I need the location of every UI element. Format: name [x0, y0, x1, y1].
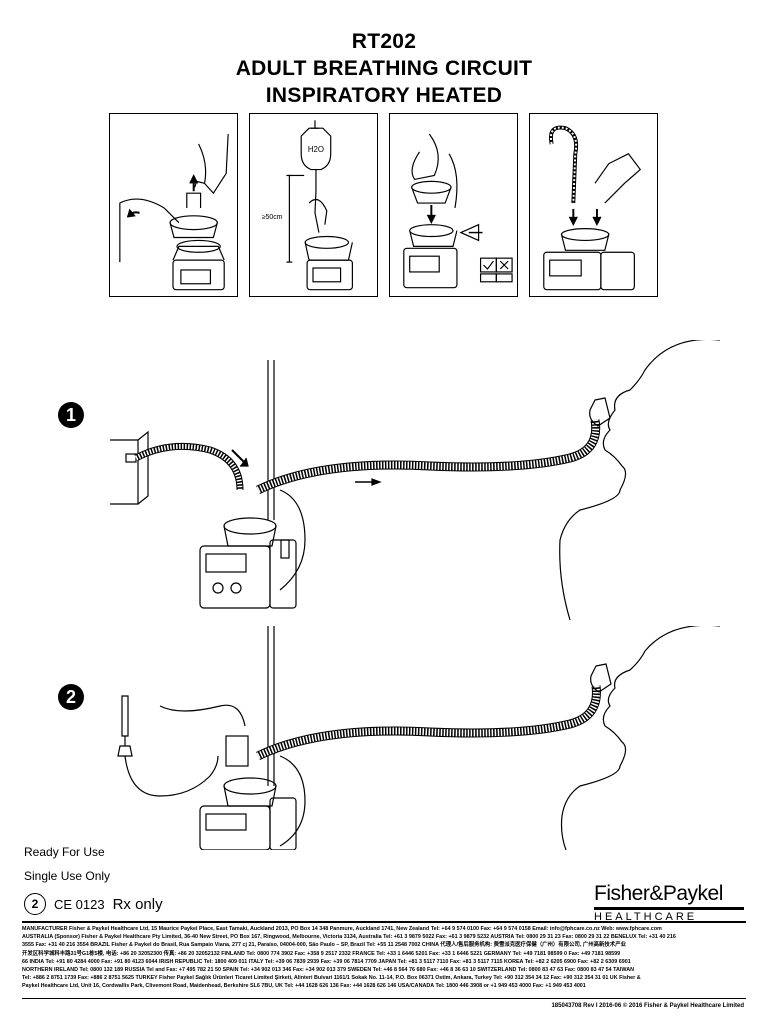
manufacturer-contact-block: MANUFACTURER Fisher & Paykel Healthcare … [22, 925, 746, 991]
fine-line: MANUFACTURER Fisher & Paykel Healthcare … [22, 926, 662, 932]
fine-line: AUSTRALIA (Sponsor) Fisher & Paykel Heal… [22, 934, 676, 941]
footer-rule [22, 921, 746, 923]
min-height-label: ≥50cm [262, 214, 283, 221]
setup-panel-1 [109, 113, 238, 297]
logo-rule [594, 907, 744, 910]
fine-line: 开发区科学城科丰路31号G1栋5楼, 电话: +86 20 32052300 传… [22, 950, 621, 957]
step-1-badge: 1 [58, 402, 84, 428]
product-code: RT202 [351, 30, 417, 53]
chamber-lid-removal-illustration [119, 134, 229, 291]
single-use-note: Single Use Only [24, 869, 111, 883]
water-bag-illustration: H2O ≥50cm [262, 120, 353, 291]
setup-panel-4 [529, 113, 658, 297]
logo-wordmark: Fisher&Paykel [594, 882, 723, 905]
step-2-illustration [117, 626, 720, 850]
title-line-1: ADULT BREATHING CIRCUIT [235, 57, 533, 80]
ce-mark: CE 0123 [54, 896, 105, 912]
water-bag-label: H2O [308, 145, 324, 154]
setup-panel-2: H2O ≥50cm [249, 113, 378, 297]
fisher-paykel-logo: Fisher&Paykel HEALTHCARE [594, 882, 744, 923]
document-reference: 185043708 Rev I 2016-06 © 2016 Fisher & … [551, 1003, 744, 1009]
fine-line: 66 INDIA Tel: +91 80 4284 4000 Fax: +91 … [22, 958, 631, 965]
do-not-reuse-icon: 2 [24, 893, 46, 915]
water-level-check-illustration [403, 133, 513, 289]
footer-bottom-rule [22, 998, 746, 999]
step-1-illustration [110, 340, 720, 620]
rx-only-label: Rx only [112, 895, 163, 913]
regulatory-marks: 2 CE 0123 Rx only [24, 893, 163, 915]
fine-line: NORTHERN IRELAND Tel: 0800 132 189 RUSSI… [22, 967, 634, 974]
step-2-setup-diagram [100, 626, 720, 850]
fine-line: 3555 Fax: +31 40 216 3554 BRAZIL Fisher … [22, 942, 626, 949]
ready-for-use-note: Ready For Use [24, 845, 105, 859]
step-1-setup-diagram [100, 340, 720, 620]
step-2-badge: 2 [58, 684, 84, 710]
title-line-2: INSPIRATORY HEATED [265, 84, 503, 107]
fine-line: Tel: +886 2 8751 1739 Fax: +886 2 8751 5… [22, 975, 641, 982]
logo-subtitle: HEALTHCARE [594, 911, 698, 923]
tube-attachment-illustration [543, 125, 642, 291]
fine-line: Paykel Healthcare Ltd, Unit 16, Cordwall… [22, 983, 586, 990]
setup-panel-3 [389, 113, 518, 297]
